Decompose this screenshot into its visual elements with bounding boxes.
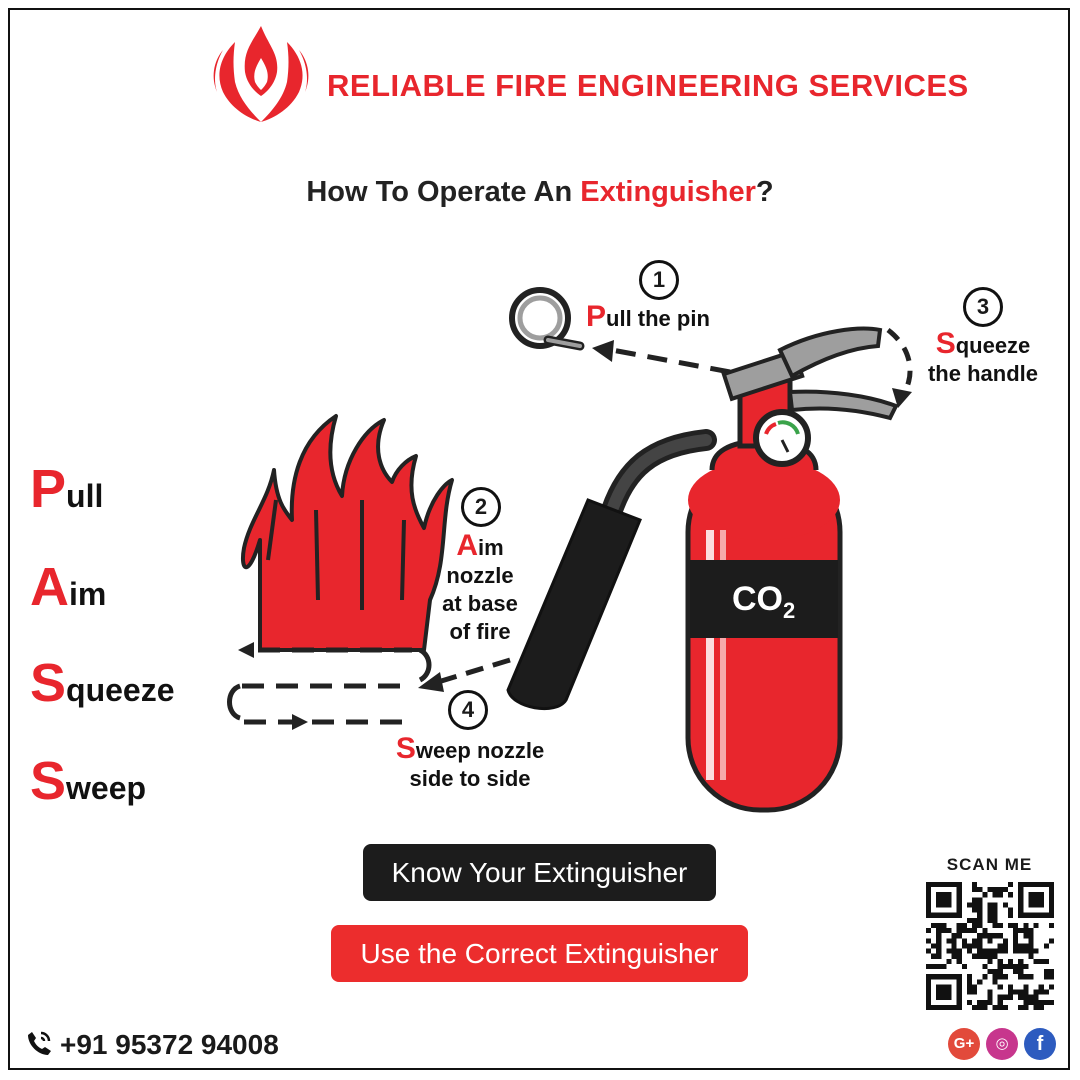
- facebook-icon[interactable]: f: [1024, 1028, 1056, 1060]
- step-4-number: 4: [448, 690, 488, 730]
- title-suffix: ?: [755, 176, 774, 208]
- instagram-icon[interactable]: ◎: [986, 1028, 1018, 1060]
- pass-pull: Pull: [30, 459, 104, 519]
- brand-header: RELIABLE FIRE ENGINEERING SERVICES: [205, 22, 968, 132]
- fire-icon: [241, 414, 454, 652]
- title-accent: Extinguisher: [580, 176, 756, 208]
- scan-me-label: SCAN ME: [946, 855, 1033, 874]
- extinguisher-label: CO2: [732, 580, 796, 623]
- pull-arrow: [592, 340, 731, 375]
- step-2-text: Aim nozzle at base of fire: [442, 529, 518, 645]
- qr-code[interactable]: [926, 882, 1054, 1010]
- flame-hands-logo: [213, 26, 309, 122]
- phone-contact[interactable]: +91 95372 94008: [24, 1028, 279, 1065]
- use-correct-extinguisher-button[interactable]: Use the Correct Extinguisher: [331, 925, 748, 982]
- step-4-text: Sweep nozzle side to side: [395, 732, 545, 792]
- step-1-number: 1: [639, 260, 679, 300]
- know-your-extinguisher-button[interactable]: Know Your Extinguisher: [363, 844, 716, 901]
- squeeze-arrow: [886, 328, 913, 408]
- step-3-number: 3: [963, 287, 1003, 327]
- pass-sweep: Sweep: [30, 751, 147, 811]
- phone-number: +91 95372 94008: [60, 1028, 279, 1060]
- fire-extinguisher-icon: [685, 326, 899, 813]
- step-3-text: Squeeze the handle: [927, 327, 1038, 387]
- page-border: [8, 8, 1070, 1070]
- aim-arrow: [418, 657, 511, 692]
- page-title: How To Operate An Extinguisher?: [0, 176, 1080, 209]
- nozzle: [506, 498, 642, 711]
- brand-name: RELIABLE FIRE ENGINEERING SERVICES: [327, 68, 969, 103]
- step-1-text: Pull the pin: [586, 300, 710, 333]
- sweep-lines: [227, 642, 432, 730]
- google-plus-icon[interactable]: G+: [948, 1028, 980, 1060]
- pass-aim: Aim: [30, 557, 107, 617]
- title-prefix: How To Operate An: [306, 176, 581, 208]
- pass-squeeze: Squeeze: [30, 653, 175, 713]
- pin-icon: [509, 287, 585, 351]
- phone-icon: [24, 1028, 54, 1065]
- step-2-number: 2: [461, 487, 501, 527]
